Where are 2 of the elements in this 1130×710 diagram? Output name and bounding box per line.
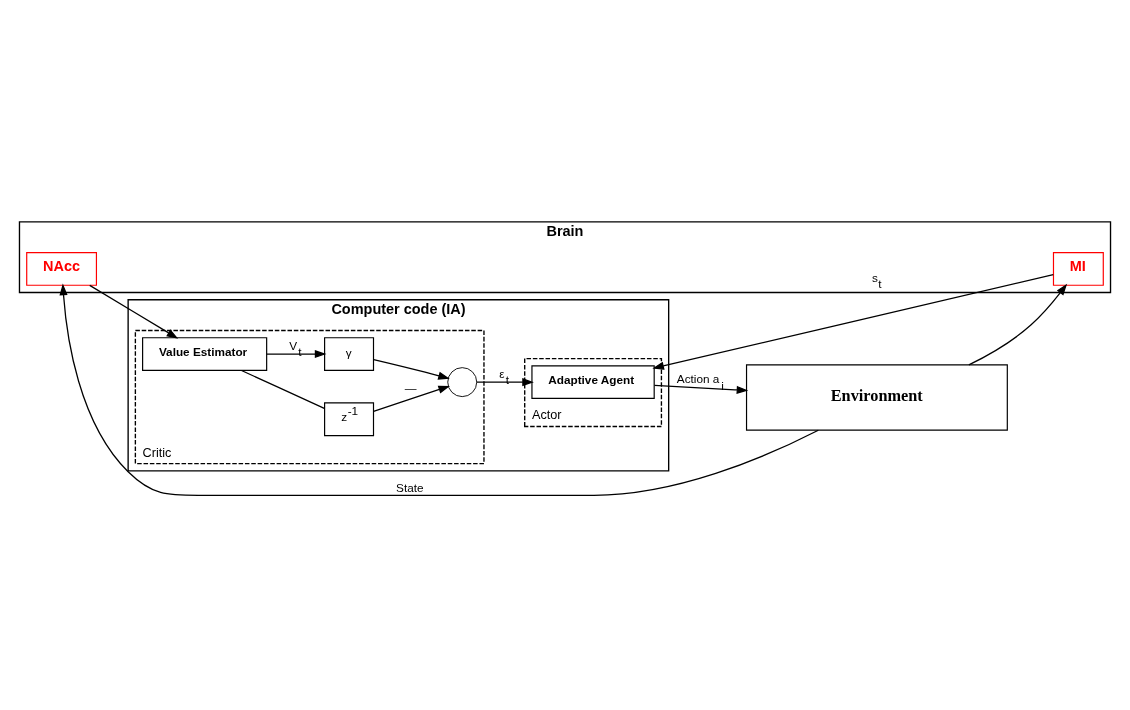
edge-label: —	[404, 381, 417, 395]
edge-label: State	[396, 481, 424, 495]
